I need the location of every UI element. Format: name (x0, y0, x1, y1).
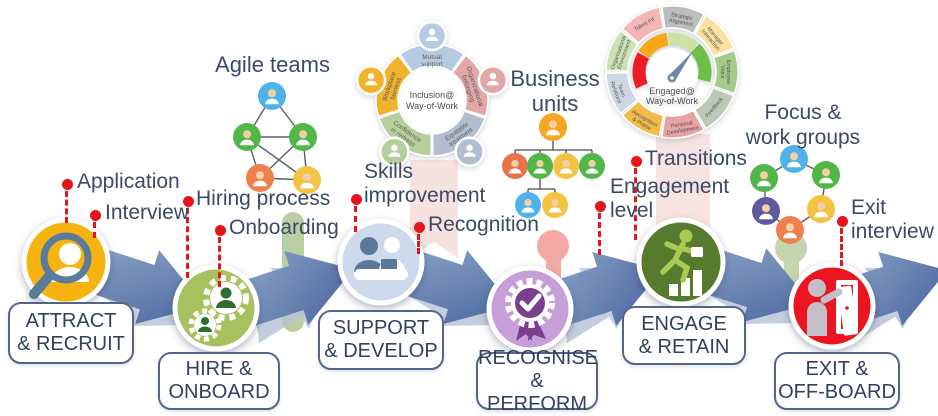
onboarding-label: Onboarding (229, 216, 339, 239)
stage-label: HIRE & (185, 358, 253, 380)
inclusion-segments (375, 43, 489, 157)
engagement-label-line1: Engagement (610, 175, 730, 198)
award-ribbon-icon (505, 278, 555, 341)
recognise-perform-circle (486, 265, 574, 353)
exit-interview-label: Exit interview (851, 196, 934, 244)
skills-line (354, 206, 357, 232)
inclusion-ribbon (410, 160, 458, 258)
engage-retain-circle (636, 217, 726, 307)
exit-interview-dot (837, 216, 848, 227)
business-units-title-line2: units (531, 91, 579, 116)
interview-line (93, 222, 96, 238)
recognition-dot (414, 222, 425, 233)
inclusion-outer-icons (355, 20, 509, 168)
exit-interview-line (840, 228, 843, 266)
exit-offboard-circle (788, 262, 876, 350)
stage-label: OFF-BOARD (778, 381, 896, 403)
focus-groups-avatars (750, 145, 840, 244)
application-label: Application (77, 170, 180, 193)
stage-label: & DEVELOP (324, 340, 438, 362)
stage-label: RECOGNISE (478, 346, 599, 369)
runner-growth-icon (660, 229, 703, 296)
recognition-line (417, 234, 420, 254)
engagement-level-label: Engagement level (610, 175, 729, 223)
skills-dot (351, 194, 362, 205)
hiring-process-dot (183, 196, 194, 207)
skills-label-line2: improvement (364, 184, 486, 207)
transitions-label: Transitions (645, 147, 747, 170)
attract-recruit-box: ATTRACT & RECRUIT (8, 302, 134, 364)
interview-label: Interview (105, 201, 190, 224)
svg-text:PersonalDevelopment: PersonalDevelopment (665, 119, 699, 137)
business-units-title: Business units (495, 66, 615, 116)
business-units-avatars (502, 113, 605, 218)
inclusion-center (399, 67, 465, 133)
focus-groups-title-line2: work groups (745, 126, 861, 149)
onboarding-line (218, 237, 221, 287)
application-line (65, 191, 68, 223)
engaged-wheel: Engaged@ Way-of-Work StrategicAlignment … (605, 5, 739, 139)
magnifier-people-icon (29, 232, 92, 299)
inclusion-center-label-1: Inclusion@ (410, 90, 455, 100)
stage-label: SUPPORT (332, 317, 430, 339)
interview-dot (90, 210, 101, 221)
exit-offboard-box: EXIT & OFF-BOARD (774, 352, 900, 410)
recognise-perform-box: RECOGNISE & PERFORM (476, 347, 598, 415)
engaged-center-label-1: Engaged@ (649, 86, 694, 96)
stage-label: & PERFORM (487, 369, 587, 415)
engaged-gauge-arcs (632, 32, 712, 89)
stage-label: EXIT & (805, 358, 869, 380)
exit-door-icon (807, 279, 858, 336)
transitions-line (634, 168, 637, 240)
stage-label: ENGAGE (641, 312, 727, 335)
support-develop-circle (337, 218, 425, 306)
gears-people-icon (188, 275, 249, 342)
stage-label: & RECRUIT (17, 333, 125, 355)
transitions-dot (631, 156, 642, 167)
stage-label: & RETAIN (638, 335, 730, 358)
attract-recruit-circle (21, 217, 111, 307)
exit-label-line1: Exit (851, 196, 887, 219)
gauge-needle-icon (667, 51, 693, 83)
engaged-segments (605, 5, 739, 139)
exit-label-line2: interview (851, 220, 934, 243)
focus-groups-title: Focus & work groups (728, 100, 878, 150)
inclusion-outer-icon-glyphs (365, 28, 499, 157)
hire-onboard-circle (172, 264, 260, 352)
engagement-label-line2: level (610, 199, 654, 222)
hiring-process-label: Hiring process (196, 187, 331, 210)
engage-retain-box: ENGAGE & RETAIN (622, 306, 746, 365)
focus-groups-title-line1: Focus & (764, 101, 842, 124)
business-units-orgchart-lines (514, 140, 593, 194)
agile-teams-avatars (233, 82, 321, 194)
support-develop-box: SUPPORT & DEVELOP (318, 310, 444, 370)
recognition-label: Recognition (428, 213, 539, 236)
stage-label: ATTRACT (25, 310, 117, 332)
svg-text:StrategicAlignment: StrategicAlignment (668, 12, 695, 28)
skills-label-line1: Skills (364, 160, 414, 183)
business-units-title-line1: Business (510, 66, 600, 91)
inclusion-center-label-2: Way-of-Work (406, 101, 459, 111)
engagement-level-dot (595, 201, 606, 212)
agile-teams-title: Agile teams (215, 52, 330, 77)
stage-label: ONBOARD (168, 381, 270, 403)
engagement-level-line (598, 213, 601, 255)
hiring-process-line (186, 208, 189, 278)
skills-improvement-label: Skills improvement (364, 160, 485, 208)
hire-onboard-box: HIRE & ONBOARD (158, 352, 280, 410)
onboarding-dot (215, 225, 226, 236)
application-dot (62, 179, 73, 190)
svg-text:EmployeeVoice: EmployeeVoice (719, 60, 731, 84)
engaged-center-label-2: Way-of-Work (646, 96, 699, 106)
training-icon (354, 237, 408, 280)
